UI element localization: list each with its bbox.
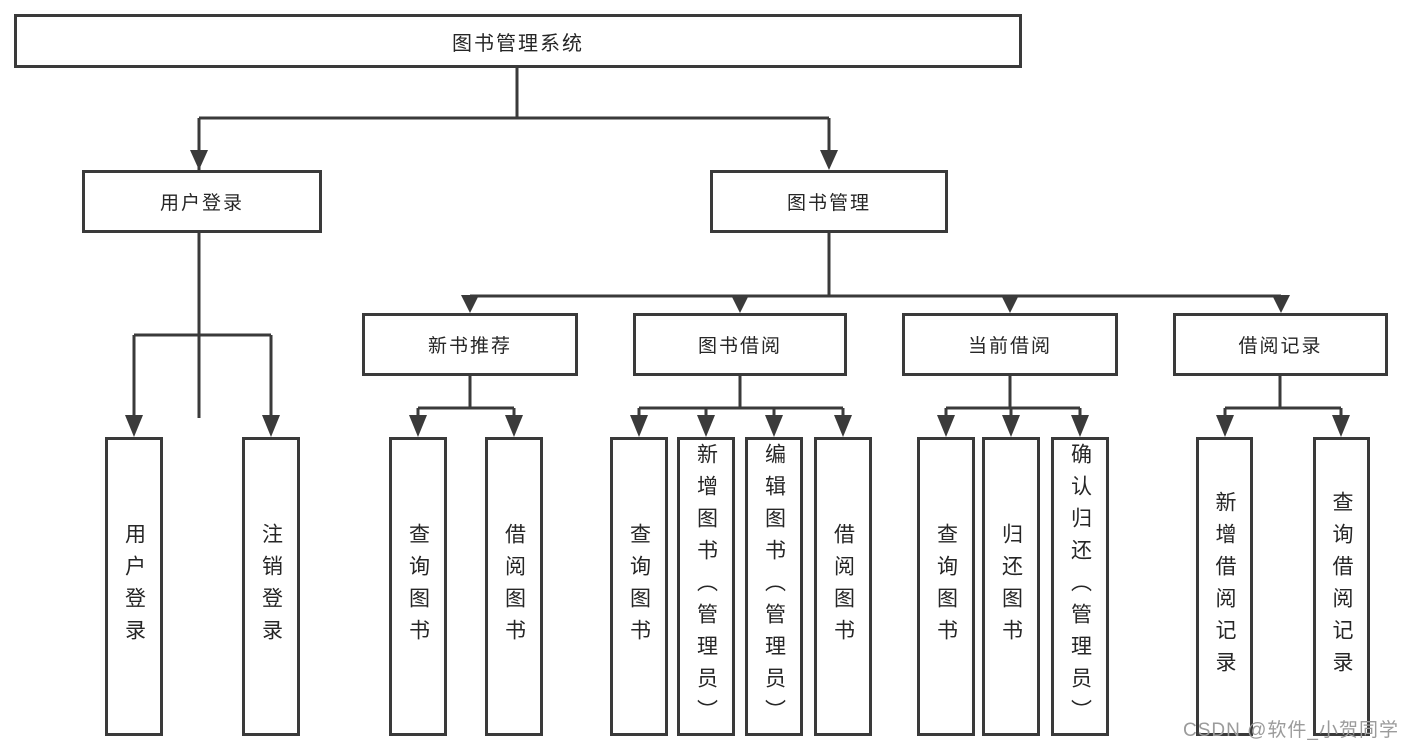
leaf-label: 借阅图书 bbox=[502, 522, 526, 651]
leaf-label: 借阅图书 bbox=[831, 522, 855, 651]
leaf-label: 新增图书（管理员） bbox=[694, 442, 718, 731]
node-user-login: 用户登录 bbox=[82, 170, 322, 233]
leaf-edit-book-admin: 编辑图书（管理员） bbox=[745, 437, 803, 736]
leaf-label: 归还图书 bbox=[999, 522, 1023, 651]
node-book-borrowing: 图书借阅 bbox=[633, 313, 847, 376]
node-current-borrowing: 当前借阅 bbox=[902, 313, 1118, 376]
leaf-label: 新增借阅记录 bbox=[1213, 490, 1236, 683]
leaf-query-book-borrowing: 查询图书 bbox=[610, 437, 668, 736]
leaf-label: 注销登录 bbox=[259, 522, 283, 651]
leaf-label: 编辑图书（管理员） bbox=[762, 442, 786, 731]
leaf-add-borrow-record: 新增借阅记录 bbox=[1196, 437, 1253, 736]
csdn-watermark: CSDN @软件_小贺同学 bbox=[1183, 720, 1399, 741]
leaf-query-book-recommend: 查询图书 bbox=[389, 437, 447, 736]
leaf-label: 用户登录 bbox=[122, 522, 146, 651]
leaf-borrow-book: 借阅图书 bbox=[814, 437, 872, 736]
leaf-add-book-admin: 新增图书（管理员） bbox=[677, 437, 735, 736]
leaf-logout: 注销登录 bbox=[242, 437, 300, 736]
node-library-system: 图书管理系统 bbox=[14, 14, 1022, 68]
leaf-user-login: 用户登录 bbox=[105, 437, 163, 736]
leaf-query-book-current: 查询图书 bbox=[917, 437, 975, 736]
leaf-label: 查询图书 bbox=[627, 522, 651, 651]
leaf-label: 确认归还（管理员） bbox=[1068, 442, 1092, 731]
leaf-borrow-book-recommend: 借阅图书 bbox=[485, 437, 543, 736]
node-borrowing-records: 借阅记录 bbox=[1173, 313, 1388, 376]
node-new-book-recommend: 新书推荐 bbox=[362, 313, 578, 376]
leaf-label: 查询借阅记录 bbox=[1330, 490, 1353, 683]
leaf-label: 查询图书 bbox=[406, 522, 430, 651]
leaf-query-borrow-record: 查询借阅记录 bbox=[1313, 437, 1370, 736]
leaf-confirm-return-admin: 确认归还（管理员） bbox=[1051, 437, 1109, 736]
leaf-return-book: 归还图书 bbox=[982, 437, 1040, 736]
leaf-label: 查询图书 bbox=[934, 522, 958, 651]
node-book-management: 图书管理 bbox=[710, 170, 948, 233]
